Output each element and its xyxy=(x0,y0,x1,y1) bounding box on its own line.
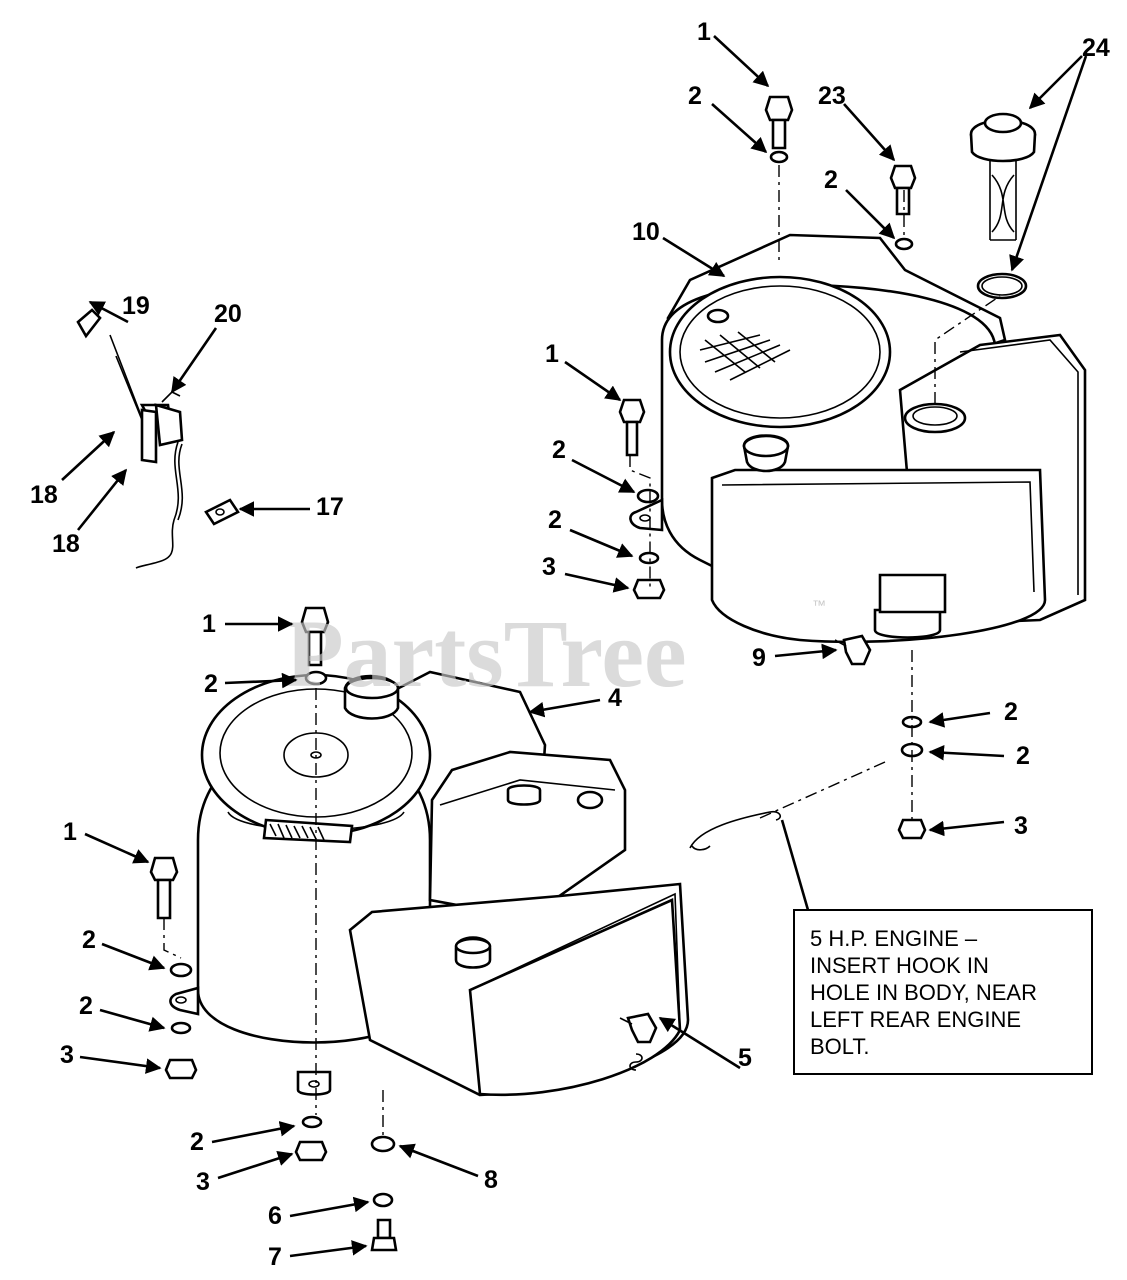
callout-4: 4 xyxy=(608,684,622,712)
note-line-2: INSERT HOOK IN xyxy=(810,953,989,978)
callout-2: 2 xyxy=(82,926,96,954)
callout-3: 3 xyxy=(196,1168,210,1196)
callout-6: 6 xyxy=(268,1202,282,1230)
note-line-5: BOLT. xyxy=(810,1034,870,1059)
note-line-3: HOLE IN BODY, NEAR xyxy=(810,980,1037,1005)
callout-3: 3 xyxy=(1014,812,1028,840)
callout-2: 2 xyxy=(548,506,562,534)
callout-2: 2 xyxy=(190,1128,204,1156)
callout-2: 2 xyxy=(824,166,838,194)
upper-centerlines xyxy=(629,165,1001,820)
callout-2: 2 xyxy=(1004,698,1018,726)
callout-18: 18 xyxy=(30,481,58,509)
callout-9: 9 xyxy=(752,644,766,672)
callout-3: 3 xyxy=(60,1041,74,1069)
note-line-4: LEFT REAR ENGINE xyxy=(810,1007,1021,1032)
callout-2: 2 xyxy=(688,82,702,110)
switch-assembly xyxy=(76,308,240,569)
callout-18: 18 xyxy=(52,530,80,558)
callout-24: 24 xyxy=(1082,34,1110,62)
callout-1: 1 xyxy=(697,18,711,46)
dipstick-assembly xyxy=(969,112,1037,300)
engine-upper-illustration xyxy=(629,233,1087,644)
callout-23: 23 xyxy=(818,82,846,110)
callout-1: 1 xyxy=(545,340,559,368)
svg-text:PartsTree: PartsTree xyxy=(285,600,687,707)
callout-1: 1 xyxy=(63,818,77,846)
svg-text:™: ™ xyxy=(812,597,826,613)
lower-hardware xyxy=(149,606,658,1252)
callout-1: 1 xyxy=(202,610,216,638)
callout-19: 19 xyxy=(122,292,150,320)
callout-8: 8 xyxy=(484,1166,498,1194)
callout-7: 7 xyxy=(268,1243,282,1271)
upper-hardware xyxy=(618,95,927,851)
leader-arrows xyxy=(61,35,1088,1258)
callout-5: 5 xyxy=(738,1044,752,1072)
note-box: 5 H.P. ENGINE – INSERT HOOK IN HOLE IN B… xyxy=(793,909,1093,1075)
lower-centerlines xyxy=(163,688,384,1135)
callout-10: 10 xyxy=(632,218,660,246)
callout-labels: 1 2 23 24 2 10 19 20 1 2 18 18 17 2 3 1 … xyxy=(30,18,1110,1271)
callout-2: 2 xyxy=(1016,742,1030,770)
engine-lower-illustration xyxy=(169,670,690,1097)
note-line-1: 5 H.P. ENGINE – xyxy=(810,926,978,951)
callout-2: 2 xyxy=(79,992,93,1020)
callout-2: 2 xyxy=(204,670,218,698)
callout-2: 2 xyxy=(552,436,566,464)
callout-3: 3 xyxy=(542,553,556,581)
callout-17: 17 xyxy=(316,493,344,521)
callout-20: 20 xyxy=(214,300,242,328)
watermark: PartsTree ™ xyxy=(285,597,826,707)
